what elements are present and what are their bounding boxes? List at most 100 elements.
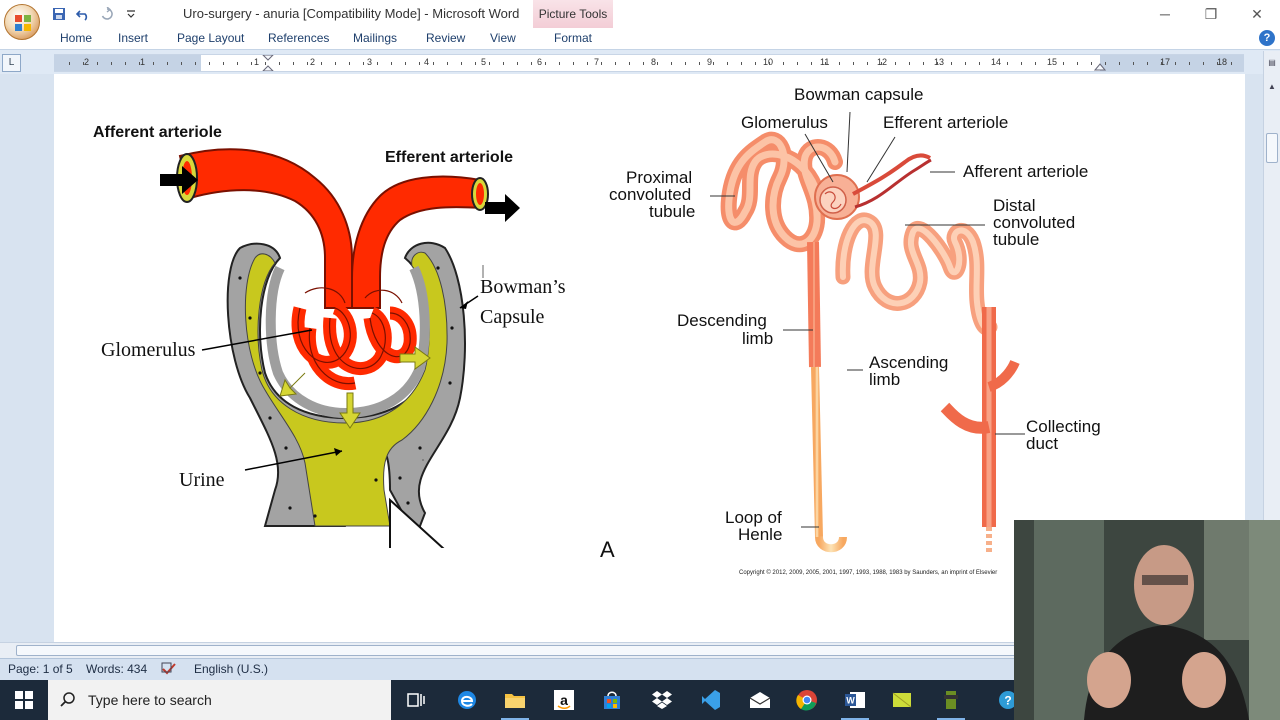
ruler-number: 13 xyxy=(934,57,945,67)
ruler-tick xyxy=(727,62,728,65)
glomerulus-diagram[interactable]: Afferent arteriole Efferent arteriole Bo… xyxy=(90,118,590,586)
tab-insert[interactable]: Insert xyxy=(118,31,149,45)
vertical-scroll-thumb[interactable] xyxy=(1266,133,1278,163)
tab-references[interactable]: References xyxy=(268,31,330,45)
ruler-number: 4 xyxy=(424,57,430,67)
ruler-tick xyxy=(489,62,490,65)
ruler-tick xyxy=(1119,62,1120,65)
ruler-tick xyxy=(615,62,616,65)
ruler-toggle-icon[interactable]: ▤ xyxy=(1268,58,1276,67)
help-taskbar-icon[interactable]: ? xyxy=(988,684,1028,716)
status-bar: Page: 1 of 5 Words: 434 English (U.S.) xyxy=(0,658,1280,680)
start-button[interactable] xyxy=(0,680,48,720)
ruler-tick xyxy=(433,62,434,65)
horizontal-scrollbar[interactable] xyxy=(0,642,1263,658)
scroll-up-icon[interactable]: ▲ xyxy=(1268,82,1276,91)
restore-button[interactable]: ❐ xyxy=(1204,5,1218,22)
ruler-tick xyxy=(1189,62,1190,65)
ruler-tick xyxy=(937,62,938,65)
tab-review[interactable]: Review xyxy=(426,31,466,45)
ruler-tick xyxy=(769,62,770,65)
language[interactable]: English (U.S.) xyxy=(194,662,269,676)
ruler-tick xyxy=(825,62,826,65)
proofing-icon[interactable] xyxy=(161,662,177,676)
close-button[interactable]: ✕ xyxy=(1251,5,1263,22)
ruler-tick xyxy=(699,62,700,65)
ruler-tick xyxy=(545,62,546,65)
vscode-icon[interactable] xyxy=(691,684,731,716)
ruler-tick xyxy=(713,62,714,65)
ruler-tick xyxy=(1217,62,1218,65)
tab-page-layout[interactable]: Page Layout xyxy=(177,31,245,45)
store-icon[interactable] xyxy=(592,684,632,716)
ruler-tick xyxy=(1231,62,1232,65)
label-afferent-arteriole-right: Afferent arteriole xyxy=(963,162,1089,181)
nephron-illustration xyxy=(710,111,1025,553)
ribbon-tabs: Home Insert Page Layout References Maili… xyxy=(0,28,1280,50)
ruler-tick xyxy=(867,62,868,65)
tab-mailings[interactable]: Mailings xyxy=(353,31,398,45)
word-icon[interactable]: W xyxy=(835,684,875,720)
customize-qat-icon[interactable] xyxy=(122,5,140,23)
label-efferent-arteriole-right: Efferent arteriole xyxy=(883,113,1009,132)
app-icon[interactable] xyxy=(931,684,971,720)
page-count[interactable]: Page: 1 of 5 xyxy=(8,662,73,676)
tab-format[interactable]: Format xyxy=(554,31,593,45)
ruler-number: 18 xyxy=(1217,57,1228,67)
ruler-tick xyxy=(601,62,602,65)
horizontal-ruler[interactable]: 211234567891011121314151718 xyxy=(54,54,1244,72)
label-distal-convoluted: convoluted xyxy=(993,213,1076,232)
svg-text:a: a xyxy=(560,692,568,708)
ruler-tick xyxy=(1035,62,1036,65)
ruler-tick xyxy=(321,62,322,65)
nephron-diagram[interactable]: Bowman capsule Glomerulus Efferent arter… xyxy=(605,82,1125,582)
label-distal-tubule: tubule xyxy=(993,230,1040,249)
tab-selector[interactable]: L xyxy=(2,54,21,72)
tab-home[interactable]: Home xyxy=(60,31,93,45)
label-henle: Henle xyxy=(738,525,783,544)
ruler-number: 5 xyxy=(481,57,487,67)
minimize-button[interactable]: ─ xyxy=(1160,6,1170,22)
tab-view[interactable]: View xyxy=(490,31,516,45)
ruler-tick xyxy=(1091,62,1092,65)
dropbox-icon[interactable] xyxy=(642,684,682,716)
redo-icon[interactable] xyxy=(98,5,116,23)
ruler-number: 6 xyxy=(537,57,543,67)
ruler-tick xyxy=(587,62,588,65)
ruler-tick xyxy=(811,62,812,65)
ruler-tick xyxy=(1077,62,1078,65)
stickies-icon[interactable] xyxy=(882,684,922,716)
ruler-tick xyxy=(419,62,420,65)
ruler-tick xyxy=(797,62,798,65)
file-explorer-icon[interactable] xyxy=(495,684,535,720)
ruler-number: 17 xyxy=(1160,57,1171,67)
ruler-tick xyxy=(671,62,672,65)
mail-icon[interactable] xyxy=(740,684,780,716)
ruler-number: 7 xyxy=(594,57,600,67)
right-indent-marker-icon[interactable] xyxy=(1094,59,1106,71)
ruler-tick xyxy=(1105,62,1106,65)
ruler-number: 3 xyxy=(367,57,373,67)
ruler-tick xyxy=(1049,62,1050,65)
undo-icon[interactable] xyxy=(74,5,92,23)
label-ascending-limb: limb xyxy=(869,370,901,389)
taskbar-search[interactable]: Type here to search xyxy=(48,680,391,720)
chrome-icon[interactable] xyxy=(787,684,827,716)
amazon-icon[interactable]: a xyxy=(544,684,584,716)
office-button[interactable] xyxy=(4,4,40,40)
ruler-tick xyxy=(685,62,686,65)
ruler-tick xyxy=(139,62,140,65)
task-view-icon[interactable] xyxy=(396,684,436,716)
ruler-tick xyxy=(909,62,910,65)
ruler-number: 11 xyxy=(820,57,829,67)
help-icon[interactable]: ? xyxy=(1259,30,1275,46)
vertical-scrollbar[interactable]: ▤ ▲ xyxy=(1263,51,1280,642)
search-placeholder: Type here to search xyxy=(88,692,212,708)
label-descending-limb: limb xyxy=(742,329,774,348)
indent-marker-icon[interactable] xyxy=(262,55,274,71)
word-count[interactable]: Words: 434 xyxy=(86,662,148,676)
save-icon[interactable] xyxy=(50,5,68,23)
edge-icon[interactable] xyxy=(447,684,487,716)
ruler-number: 14 xyxy=(991,57,1002,67)
ruler-tick xyxy=(349,62,350,65)
